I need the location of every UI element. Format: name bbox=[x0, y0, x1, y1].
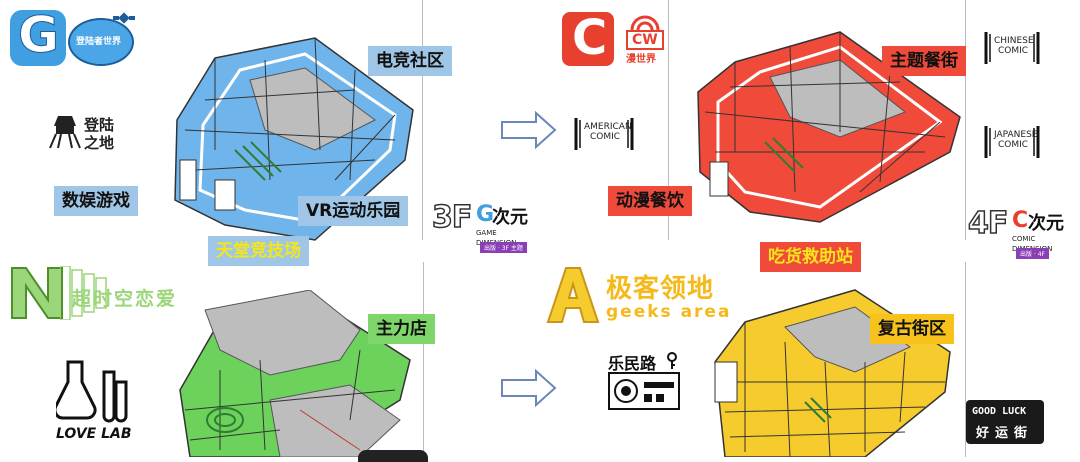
good-luck-line2: 好运街 bbox=[976, 426, 1034, 441]
g-floor-plan bbox=[174, 37, 414, 241]
g-zone: G 登陆者世界 登陆 之地 电竞社区 数娱游戏 VR运动乐园 天堂竞技场 3F … bbox=[0, 0, 528, 266]
g-logo-letter: G bbox=[17, 6, 60, 65]
c-cw-text: CW bbox=[626, 30, 664, 50]
n-label-anchor: 主力店 bbox=[368, 314, 435, 344]
g-brand-line1: 登陆 bbox=[84, 116, 115, 134]
a-floor-plan bbox=[714, 289, 951, 457]
c-floor-tag: 4F C 次元 COMIC DIMENSION 出版 · 4F bbox=[967, 204, 1068, 260]
flask-icon bbox=[56, 360, 128, 423]
g-label-arena: 天堂竞技场 bbox=[208, 236, 309, 266]
japanese-comic-logo: JAPANESE COMIC bbox=[984, 122, 1042, 162]
divider-g bbox=[422, 0, 423, 240]
n-logo bbox=[11, 267, 63, 319]
g-planet-text: 登陆者世界 bbox=[76, 37, 122, 47]
lunar-lander-icon bbox=[49, 116, 81, 149]
japanese-comic-text: JAPANESE COMIC bbox=[994, 130, 1038, 150]
n-zone: N 超时空恋爱 LOVE LAB 主力店 bbox=[0, 262, 500, 462]
c-label-foodie: 吃货救助站 bbox=[760, 242, 861, 272]
c-cw-logo: CW 漫世界 bbox=[624, 12, 666, 65]
g-floor-letter: G bbox=[476, 202, 495, 227]
a-logo bbox=[546, 267, 600, 323]
satellite-icon bbox=[113, 12, 135, 24]
love-lab-text: LOVE LAB bbox=[56, 426, 132, 442]
c-floor-badge: 出版 · 4F bbox=[1016, 248, 1049, 259]
g-floor-name: 次元 bbox=[492, 207, 528, 228]
c-floor-letter: C bbox=[1012, 208, 1029, 233]
a-logo-title: 极客领地 bbox=[606, 274, 715, 304]
divider-c1 bbox=[668, 0, 669, 240]
le-min-road-logo: 乐民路 bbox=[608, 350, 684, 412]
key-icon bbox=[667, 352, 677, 369]
book-icon bbox=[574, 118, 634, 150]
le-min-road-text: 乐民路 bbox=[608, 354, 657, 373]
a-label-retro: 复古街区 bbox=[870, 314, 954, 344]
c-floor-name: 次元 bbox=[1028, 213, 1064, 234]
n-logo-letter: N bbox=[0, 262, 1, 263]
radio-icon bbox=[608, 372, 680, 410]
g-brand-line2: 之地 bbox=[84, 134, 115, 152]
c-floor-number: 4F bbox=[967, 205, 1009, 242]
good-luck-sign: GOOD LUCK 好运街 bbox=[966, 400, 1044, 444]
american-comic-logo: AMERICAN COMIC bbox=[574, 114, 636, 154]
divider-a bbox=[965, 262, 966, 457]
n-logo-text: 超时空恋爱 bbox=[72, 288, 178, 310]
g-logo: G bbox=[10, 6, 66, 66]
c-label-theme-dining: 主题餐街 bbox=[882, 46, 966, 76]
book-icon bbox=[984, 126, 1040, 158]
g-floor-badge: 出版 · 3F 主题 bbox=[480, 242, 527, 253]
american-comic-text: AMERICAN COMIC bbox=[584, 122, 632, 142]
good-luck-line1: GOOD LUCK bbox=[972, 406, 1027, 417]
divider-c2 bbox=[965, 0, 966, 240]
a-logo-letter: A bbox=[540, 262, 541, 263]
a-zone: A 极客领地 geeks area 乐民路 复古街区 GOOD LUCK 好运街 bbox=[540, 262, 1080, 457]
c-zone: C CW 漫世界 AMERICAN COMIC CHINESE COMIC JA… bbox=[540, 0, 1080, 272]
g-floor-number: 3F bbox=[431, 199, 473, 236]
dark-badge-edge bbox=[358, 450, 428, 462]
g-floor-tag: 3F G 次元 GAME DIMENSION 出版 · 3F 主题 bbox=[431, 198, 532, 254]
c-floor-plan bbox=[697, 31, 961, 223]
arrow-right-icon bbox=[501, 110, 557, 150]
c-logo-letter: C bbox=[572, 10, 608, 66]
g-planet-logo: 登陆者世界 bbox=[68, 18, 134, 66]
g-label-games: 数娱游戏 bbox=[54, 186, 138, 216]
chinese-comic-text: CHINESE COMIC bbox=[994, 36, 1034, 56]
book-icon bbox=[984, 32, 1040, 64]
signal-icon bbox=[630, 15, 660, 30]
a-logo-sub: geeks area bbox=[606, 302, 732, 322]
arrow-right-icon bbox=[501, 368, 557, 408]
c-logo: C bbox=[562, 10, 614, 66]
c-cw-subtext: 漫世界 bbox=[626, 54, 656, 65]
divider-n bbox=[423, 262, 424, 457]
n-floor-plan bbox=[179, 290, 411, 457]
c-label-anime-dining: 动漫餐饮 bbox=[608, 186, 692, 216]
g-label-vr: VR运动乐园 bbox=[298, 196, 409, 226]
g-label-esports: 电竞社区 bbox=[368, 46, 452, 76]
stripes-decoration bbox=[60, 266, 107, 320]
chinese-comic-logo: CHINESE COMIC bbox=[984, 28, 1042, 68]
